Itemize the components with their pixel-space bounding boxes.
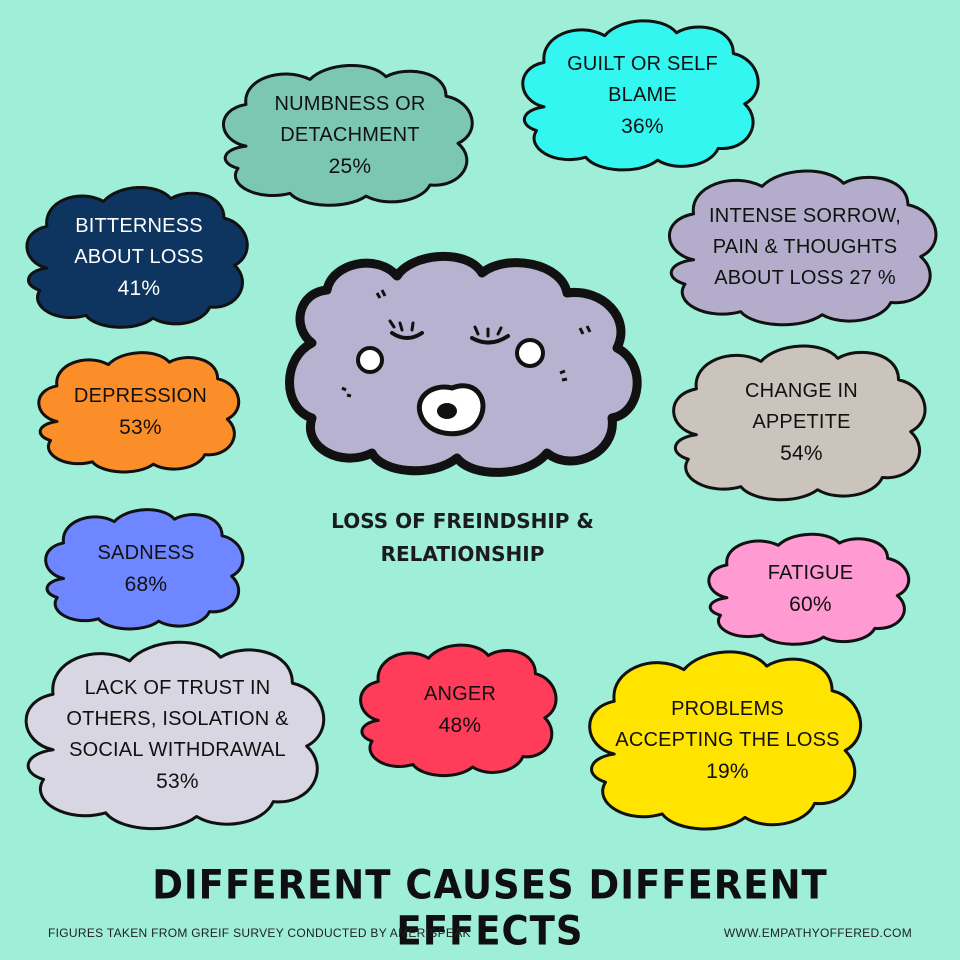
cloud-shape [350,640,570,780]
cloud-text: ANGER 48% [350,640,570,780]
cloud-percentage: 68% [124,573,168,596]
cloud-label: INTENSE SORROW, PAIN & THOUGHTS ABOUT LO… [709,205,901,289]
cloud-fatigue: FATIGUE 60% [698,530,923,648]
cloud-label: GUILT OR SELF BLAME [567,52,718,106]
cloud-shape [10,635,345,835]
cloud-percentage: 60% [789,593,832,616]
cloud-percentage: 54% [780,442,823,465]
cloud-text: SADNESS 68% [35,505,257,633]
cloud-label: NUMBNESS OR DETACHMENT [274,92,426,146]
cloud-label: CHANGE IN APPETITE [745,380,858,433]
cloud-label: LACK OF TRUST IN OTHERS, ISOLATION & SOC… [66,677,289,761]
cloud-label: BITTERNESS ABOUT LOSS [74,214,204,268]
cloud-shape [660,340,943,505]
cloud-percentage: 53% [119,416,162,439]
sad-cloud-face-icon [272,248,657,478]
cloud-shape [35,505,257,633]
cloud-text: LACK OF TRUST IN OTHERS, ISOLATION & SOC… [10,635,345,835]
cloud-percentage: 36% [621,114,664,138]
cloud-shape [210,60,490,210]
cloud-text: CHANGE IN APPETITE 54% [660,340,943,505]
cloud-shape [698,530,923,648]
cloud-percentage: 53% [156,770,199,793]
cloud-percentage: 25% [328,154,372,178]
cloud-shape [15,182,263,332]
cloud-shape [28,348,253,476]
main-title: DIFFERENT CAUSES DIFFERENT EFFECTS [152,861,828,955]
cloud-label: DEPRESSION [73,385,208,407]
cloud-shape [575,645,880,835]
cloud-text: NUMBNESS OR DETACHMENT 25% [210,60,490,210]
cloud-label: ANGER [423,683,497,705]
cloud-percentage: 41% [117,276,161,300]
cloud-text: FATIGUE 60% [698,530,923,648]
cloud-text: GUILT OR SELF BLAME 36% [510,15,775,175]
cloud-problems: PROBLEMS ACCEPTING THE LOSS 19% [575,645,880,835]
cloud-label: SADNESS [97,542,195,564]
cloud-label: PROBLEMS ACCEPTING THE LOSS [615,697,840,751]
cloud-text: PROBLEMS ACCEPTING THE LOSS 19% [575,645,880,835]
cloud-text: INTENSE SORROW, PAIN & THOUGHTS ABOUT LO… [655,165,955,330]
cloud-trust: LACK OF TRUST IN OTHERS, ISOLATION & SOC… [10,635,345,835]
cloud-appetite: CHANGE IN APPETITE 54% [660,340,943,505]
cloud-depression: DEPRESSION 53% [28,348,253,476]
cloud-guilt: GUILT OR SELF BLAME 36% [510,15,775,175]
cloud-label: FATIGUE [767,562,854,584]
cloud-sadness: SADNESS 68% [35,505,257,633]
cloud-text: BITTERNESS ABOUT LOSS 41% [15,182,263,332]
cloud-text: DEPRESSION 53% [28,348,253,476]
cloud-shape [655,165,955,330]
website-link[interactable]: WWW.EMPATHYOFFERED.COM [723,926,912,940]
cloud-bitterness: BITTERNESS ABOUT LOSS 41% [15,182,263,332]
cloud-anger: ANGER 48% [350,640,570,780]
source-note: FIGURES TAKEN FROM GREIF SURVEY CONDUCTE… [48,926,471,940]
cloud-numbness: NUMBNESS OR DETACHMENT 25% [210,60,490,210]
center-title: LOSS OF FREINDSHIP & RELATIONSHIP [331,509,594,566]
cloud-shape [510,15,775,175]
cloud-sorrow: INTENSE SORROW, PAIN & THOUGHTS ABOUT LO… [655,165,955,330]
cloud-percentage: 48% [438,714,482,737]
cloud-percentage: 19% [706,759,749,783]
